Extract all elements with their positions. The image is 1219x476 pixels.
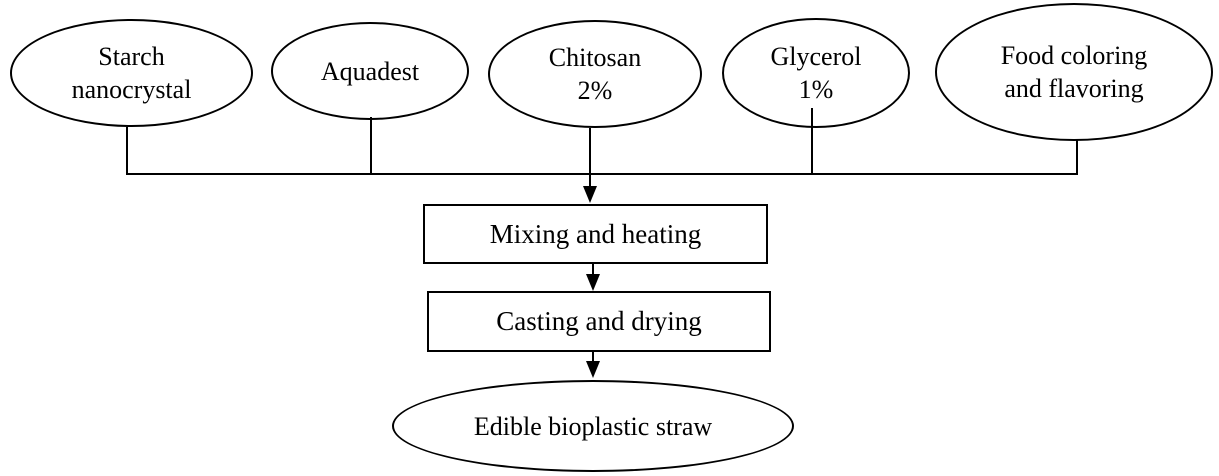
output-ellipse-edible-bioplastic-straw: Edible bioplastic straw (392, 380, 794, 472)
casting-label: Casting and drying (496, 305, 701, 338)
input-ellipse-aquadest: Aquadest (271, 22, 469, 120)
starch-label-line2: nanocrystal (71, 75, 192, 104)
process-box-casting-drying: Casting and drying (427, 291, 771, 352)
starch-label-line1: Starch (98, 42, 165, 71)
aquadest-label: Aquadest (321, 55, 419, 88)
arrowhead-into-output-icon (586, 361, 600, 378)
food-coloring-label: Food coloring and flavoring (1001, 39, 1148, 105)
input-ellipse-starch-nanocrystal: Starch nanocrystal (10, 19, 253, 127)
input-ellipse-glycerol: Glycerol 1% (722, 18, 910, 128)
glycerol-label: Glycerol 1% (771, 40, 862, 106)
glycerol-label-line2: 1% (798, 75, 834, 104)
input-ellipse-food-coloring: Food coloring and flavoring (935, 3, 1213, 141)
process-box-mixing-heating: Mixing and heating (423, 204, 768, 264)
output-label: Edible bioplastic straw (474, 410, 712, 443)
output-label-line1: Edible bioplastic straw (473, 411, 713, 441)
chitosan-label-line1: Chitosan (548, 43, 642, 72)
mixing-label: Mixing and heating (490, 218, 701, 251)
arrowhead-into-casting-icon (586, 274, 600, 291)
aquadest-label-line1: Aquadest (320, 56, 420, 86)
food-coloring-label-line1: Food coloring (1000, 41, 1148, 70)
glycerol-label-line1: Glycerol (770, 42, 862, 71)
casting-label-line1: Casting and drying (496, 306, 702, 336)
chitosan-label: Chitosan 2% (549, 41, 641, 107)
chitosan-label-line2: 2% (577, 76, 613, 105)
mixing-label-line1: Mixing and heating (489, 218, 702, 249)
input-ellipse-chitosan: Chitosan 2% (488, 20, 702, 128)
starch-label: Starch nanocrystal (72, 40, 192, 106)
arrowhead-into-mixing-icon (583, 186, 597, 203)
food-coloring-label-line2: and flavoring (1004, 74, 1144, 103)
